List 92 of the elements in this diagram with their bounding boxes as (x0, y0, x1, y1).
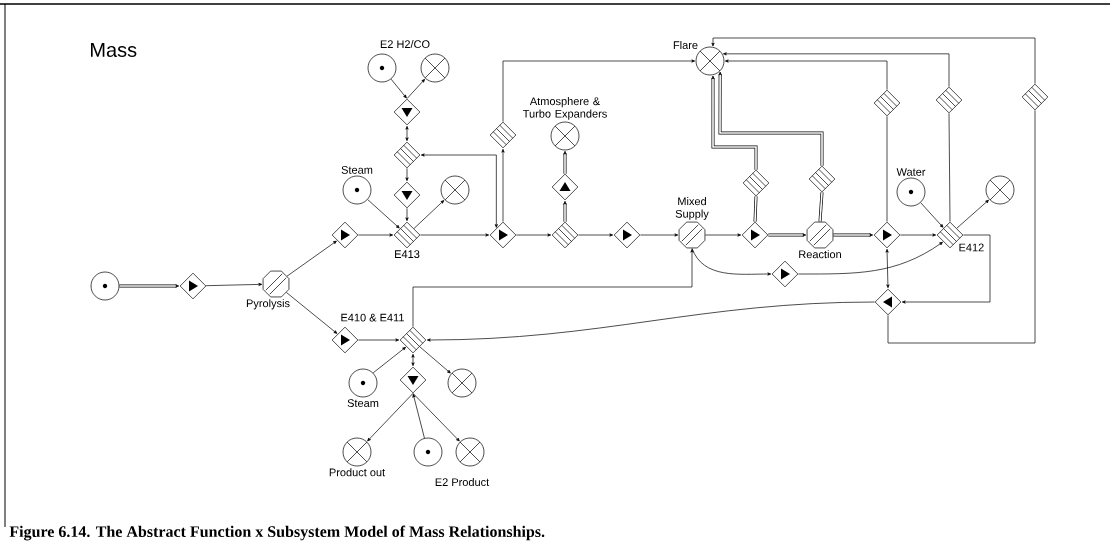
transport-diamond (873, 221, 901, 249)
arrow (286, 292, 338, 334)
conversion-octagon: Reaction (799, 221, 841, 259)
arrow (412, 393, 425, 439)
arrow (956, 199, 989, 229)
sink-symbol (985, 175, 1015, 205)
transport-diamond (393, 181, 421, 209)
transport-diamond (331, 326, 359, 354)
arrow (516, 233, 552, 237)
transport-diamond (489, 221, 517, 249)
arrow (118, 284, 180, 288)
balance-diamond (489, 121, 517, 149)
arrow (711, 75, 758, 171)
sink-symbol (440, 175, 470, 205)
balance-diamond (808, 165, 836, 193)
node-label: Reaction (799, 250, 841, 259)
transport-diamond (874, 288, 902, 316)
arrow (358, 338, 400, 342)
node-label: Mixed Supply (675, 197, 709, 220)
arrow (413, 200, 445, 229)
connector-line (887, 110, 1036, 344)
node-label: Pyrolysis (246, 299, 290, 310)
connector-line (753, 195, 758, 223)
transport-diamond (771, 260, 799, 288)
arrow (412, 393, 460, 442)
connector-line (948, 113, 951, 222)
arrow (406, 78, 426, 99)
balance-diamond (935, 86, 963, 114)
label: E2 Product (435, 477, 490, 487)
node-label: E412 (959, 243, 984, 252)
balance-diamond (742, 169, 770, 197)
transport-diamond (551, 173, 579, 201)
arrow (367, 393, 414, 442)
source-symbol (367, 53, 397, 83)
label: E2 H2/CO (380, 39, 430, 49)
arrow (426, 301, 875, 342)
balance-diamond (551, 221, 579, 249)
arrow (885, 248, 890, 289)
connector-line (818, 191, 824, 223)
source-symbol (413, 437, 443, 467)
sink-symbol (447, 368, 477, 398)
balance-diamond (873, 89, 901, 117)
arrow (367, 199, 400, 229)
conversion-octagon: Mixed Supply (675, 197, 709, 249)
arrow (372, 346, 406, 374)
arrow (405, 168, 409, 182)
arrow (920, 202, 944, 228)
transport-diamond (179, 272, 207, 300)
arrow (900, 233, 937, 237)
arrow (704, 233, 742, 237)
arrow (502, 59, 696, 122)
transport-diamond (393, 98, 421, 126)
arrow (419, 346, 451, 374)
arrow (411, 353, 415, 367)
arrow (563, 200, 567, 223)
arrow (420, 153, 498, 228)
arrow (691, 247, 772, 276)
arrow (405, 125, 409, 142)
arrow (832, 233, 874, 237)
balance-diamond (393, 141, 421, 169)
transport-diamond (613, 221, 641, 249)
conversion-octagon: Pyrolysis (246, 270, 290, 310)
arrow (286, 240, 337, 277)
arrow (420, 233, 490, 237)
caption: Figure 6.14. The Abstract Function x Subsystem Model of Mass Relationships. (9, 525, 545, 541)
node-label: E413 (395, 250, 420, 258)
arrow (711, 37, 1036, 84)
arrow (724, 59, 888, 90)
arrow (767, 233, 807, 237)
arrow (405, 208, 409, 222)
sink-symbol (420, 53, 450, 83)
arrow (640, 233, 679, 237)
arrow (390, 78, 407, 99)
arrow (563, 150, 567, 175)
arrow (578, 233, 614, 237)
label: Mass (91, 43, 137, 57)
arrow (723, 52, 950, 87)
node-label: E410 & E411 (341, 313, 404, 322)
arrow (901, 234, 991, 304)
arrow (798, 241, 943, 275)
balance-diamond (1021, 83, 1049, 111)
arrow (718, 71, 824, 167)
sink-symbol (455, 437, 485, 467)
source-symbol (90, 271, 120, 301)
transport-diamond (741, 221, 769, 249)
transport-diamond (399, 366, 427, 394)
arrow (205, 282, 263, 287)
arrow (358, 233, 394, 237)
arrow (412, 248, 694, 327)
arrow (501, 148, 505, 222)
connector-line (886, 116, 888, 222)
transport-diamond (331, 221, 359, 249)
